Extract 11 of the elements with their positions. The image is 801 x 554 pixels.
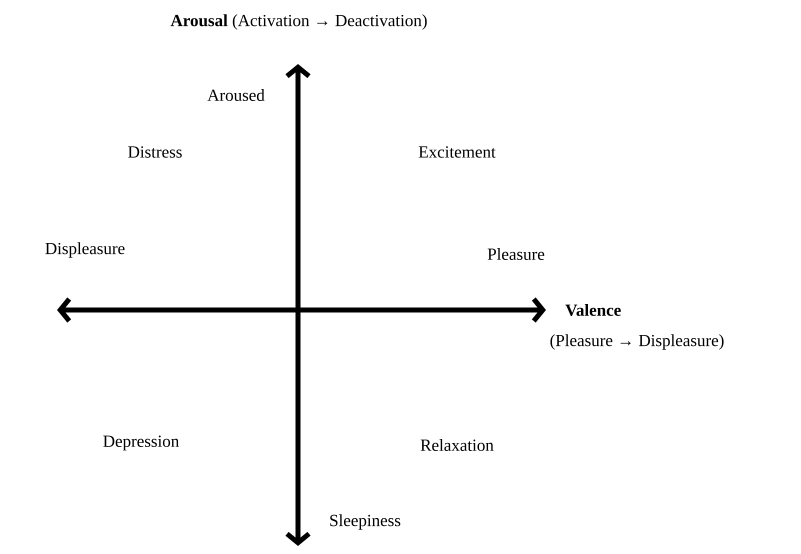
axis-title: Arousal (Activation → Deactivation) xyxy=(170,14,427,30)
emotion-label: Sleepiness xyxy=(330,514,400,530)
emotion-label: Pleasure xyxy=(488,248,544,260)
emotion-label: Depression xyxy=(103,436,179,450)
axis-title: Valence xyxy=(565,304,621,316)
emotion-label: Distress xyxy=(128,146,182,158)
emotion-label: Relaxation xyxy=(420,439,494,451)
emotion-label: Excitement xyxy=(418,146,496,158)
emotion-label: Displeasure xyxy=(45,242,125,258)
emotion-label: Aroused xyxy=(207,89,265,101)
axis-subtitle: (Pleasure → Displeasure) xyxy=(550,334,724,350)
